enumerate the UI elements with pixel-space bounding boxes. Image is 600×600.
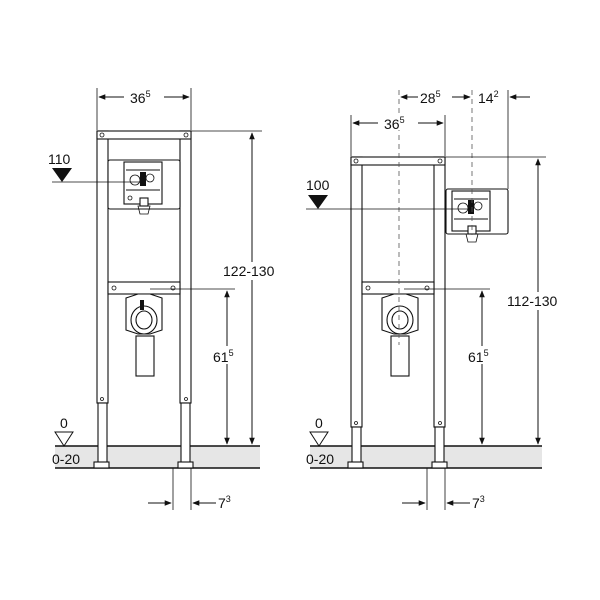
right-box-depth-label: 142 (478, 89, 499, 106)
left-diagram: 365 110 122-130 615 0 0-20 (48, 88, 282, 511)
left-floor-marker: 0 0-20 (52, 415, 80, 467)
right-height-range-dimension: 112-130 (505, 158, 569, 445)
left-width-dimension: 365 (96, 88, 192, 130)
left-offset-label: 73 (218, 494, 231, 511)
left-height-range-label: 122-130 (223, 263, 275, 279)
left-marker-label: 110 (48, 151, 71, 167)
left-height-range-dimension: 122-130 (222, 132, 282, 445)
left-height-marker: 110 (48, 151, 72, 182)
right-drain-height-label: 615 (468, 348, 489, 365)
right-drain-bracket (361, 281, 435, 377)
right-offset-label: 73 (472, 494, 485, 511)
right-box-depth-dimension: 142 (478, 89, 530, 106)
right-width-dimension: 365 (350, 114, 446, 156)
right-height-range-label: 112-130 (507, 293, 558, 309)
left-drain-height-label: 615 (213, 348, 234, 365)
left-offset-dimension: 73 (148, 468, 231, 511)
right-floor (310, 445, 542, 469)
left-drain-height-dimension: 615 (210, 290, 244, 445)
right-width-label: 365 (384, 115, 405, 132)
left-drain-bracket (107, 281, 181, 377)
right-offset-width-dimension: 285 (400, 88, 471, 106)
right-drain-height-dimension: 615 (465, 290, 499, 445)
left-marker-triangle (52, 168, 72, 182)
right-offset-width-label: 285 (420, 89, 441, 106)
right-diagram: 285 142 365 100 112-130 61 (306, 88, 569, 511)
right-cistern-box (445, 188, 509, 243)
left-floor (55, 445, 260, 469)
left-floor-level-label: 0 (60, 415, 68, 431)
right-height-marker: 100 (306, 177, 330, 209)
right-floor-level-label: 0 (315, 415, 323, 431)
left-cistern-box (107, 159, 181, 215)
right-offset-dimension: 73 (402, 468, 485, 511)
right-floor-marker: 0 0-20 (306, 415, 334, 467)
left-width-label: 365 (130, 89, 151, 106)
right-marker-triangle (308, 195, 328, 209)
right-marker-label: 100 (306, 177, 330, 193)
right-floor-triangle (309, 431, 329, 447)
left-frame (93, 130, 194, 469)
left-floor-triangle (54, 431, 74, 447)
right-floor-range-label: 0-20 (306, 451, 334, 467)
left-floor-range-label: 0-20 (52, 451, 80, 467)
